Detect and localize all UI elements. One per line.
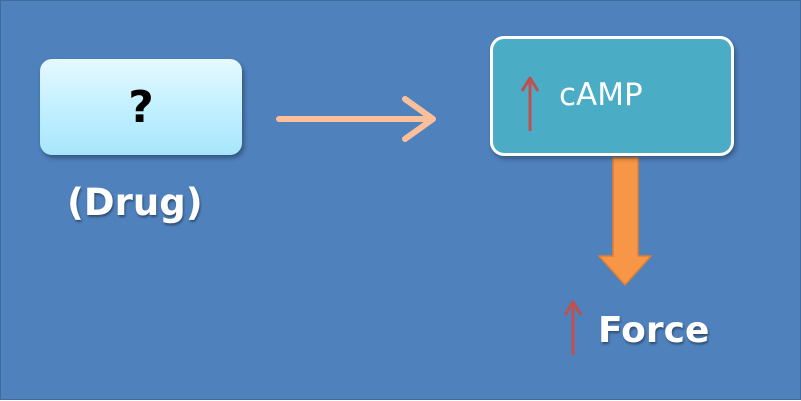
drug-label: (Drug): [67, 181, 203, 224]
camp-label: cAMP: [559, 77, 643, 113]
right-arrow-icon: [276, 96, 436, 142]
force-label: Force: [598, 310, 710, 351]
increase-arrow-icon: [563, 300, 583, 355]
drug-unknown-mark: ?: [128, 81, 154, 133]
increase-arrow-icon: [520, 76, 540, 131]
down-arrow-icon: [597, 157, 653, 287]
drug-box: ?: [40, 59, 242, 155]
camp-box: cAMP: [490, 36, 734, 156]
